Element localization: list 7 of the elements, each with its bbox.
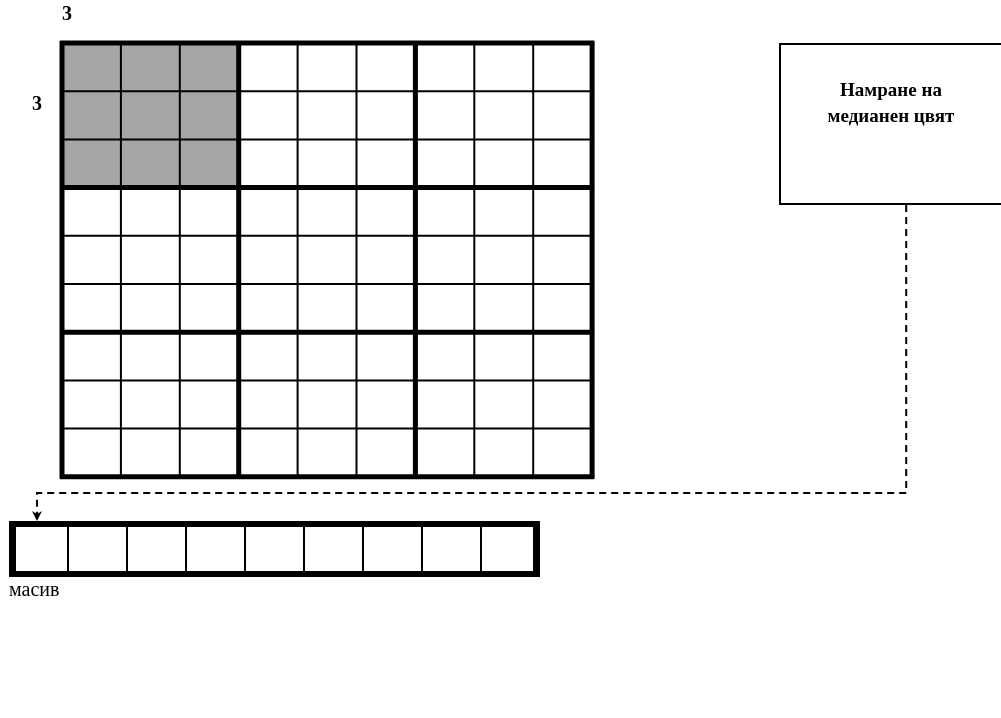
dimension-label: 3 — [62, 2, 72, 24]
dashed-arrow — [32, 204, 908, 521]
array-box — [9, 521, 540, 577]
caption-label: масив — [9, 578, 60, 600]
dimension-label: 3 — [32, 92, 42, 114]
box-label: Намране на медианен цвят — [826, 78, 956, 128]
process-box — [779, 43, 1001, 205]
